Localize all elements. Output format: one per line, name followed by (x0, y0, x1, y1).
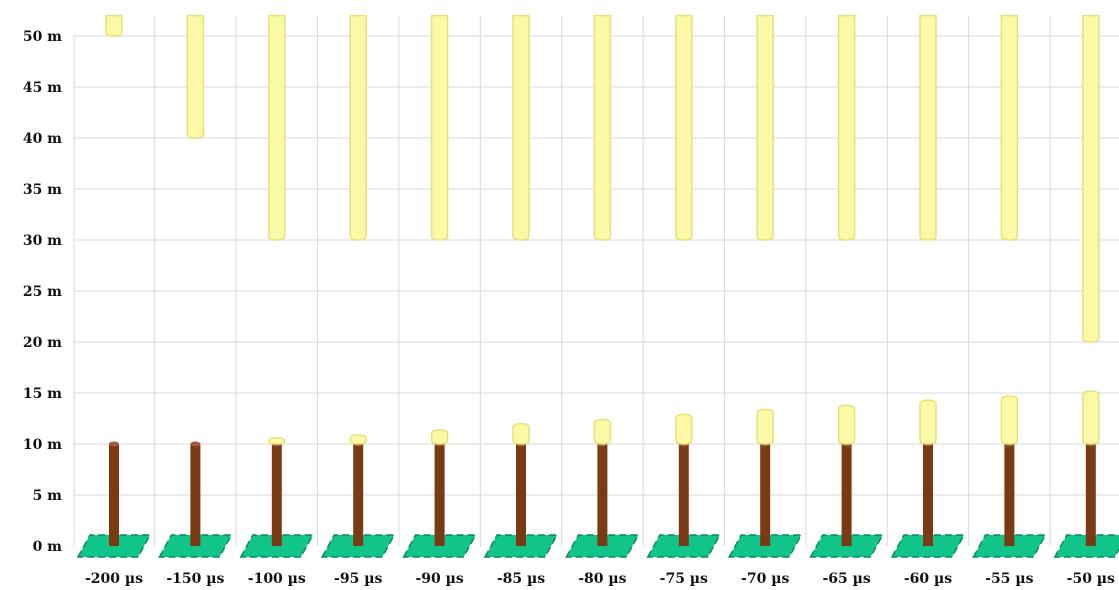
downward-leader (837, 14, 856, 241)
y-tick-label: 10 m (23, 437, 62, 453)
rod (434, 444, 445, 546)
downward-leader (430, 14, 449, 241)
y-tick-label: 15 m (23, 386, 62, 402)
upward-streamers (268, 390, 1100, 445)
x-tick-label: -90 µs (415, 571, 463, 587)
upward-streamer (349, 434, 367, 445)
downward-leader (186, 14, 205, 139)
y-tick-label: 30 m (23, 233, 62, 249)
x-tick-label: -60 µs (904, 571, 952, 587)
y-tick-label: 40 m (23, 131, 62, 147)
y-tick-label: 50 m (23, 29, 62, 45)
rod (516, 444, 526, 546)
rod (1085, 444, 1096, 546)
upward-streamer (430, 428, 449, 445)
upward-streamer (919, 399, 937, 445)
downward-leaders (105, 14, 1100, 343)
downward-leader (593, 14, 612, 241)
x-tick-label: -200 µs (85, 571, 143, 587)
rod-top (109, 441, 119, 447)
upward-streamer (837, 404, 856, 445)
x-tick-label: -55 µs (985, 571, 1033, 587)
rod (109, 444, 119, 546)
rod (760, 444, 771, 546)
rod (678, 444, 689, 546)
downward-leader (756, 14, 774, 241)
x-axis-ticks: -200 µs -150 µs -100 µs -95 µs -90 µs -85 µs -… (85, 571, 1115, 587)
upward-streamer (512, 422, 530, 445)
rod-top (190, 441, 201, 447)
rod (190, 444, 201, 546)
grid (73, 15, 1119, 546)
x-tick-label: -100 µs (248, 571, 306, 587)
downward-leader (1000, 14, 1019, 241)
downward-leader (105, 14, 123, 37)
upward-streamer (593, 418, 612, 445)
upward-streamer (756, 408, 774, 445)
x-tick-label: -95 µs (334, 571, 382, 587)
rod (271, 444, 282, 546)
downward-leader (1082, 14, 1100, 343)
x-tick-label: -70 µs (741, 571, 789, 587)
y-tick-label: 45 m (23, 80, 62, 96)
downward-leader (675, 14, 693, 241)
downward-leader (512, 14, 530, 241)
upward-streamer (675, 413, 693, 445)
x-tick-label: -65 µs (822, 571, 870, 587)
downward-leader (268, 14, 286, 241)
x-tick-label: -150 µs (166, 571, 224, 587)
downward-leader (349, 14, 367, 241)
rod (353, 444, 364, 546)
upward-streamer (1000, 395, 1019, 445)
upward-streamer (268, 437, 286, 445)
rod (841, 444, 852, 546)
y-tick-label: 35 m (23, 182, 62, 198)
rod (597, 444, 608, 546)
rod (1004, 444, 1015, 546)
x-tick-label: -50 µs (1067, 571, 1115, 587)
upward-streamer (1082, 390, 1100, 445)
y-axis-ticks: 0 m 5 m 10 m 15 m 20 m 25 m 30 m 35 m 40 m 45 m 50… (23, 29, 62, 555)
rod (923, 444, 933, 546)
ground-pads (76, 534, 1119, 558)
y-tick-label: 20 m (23, 335, 62, 351)
y-tick-label: 25 m (23, 284, 62, 300)
y-tick-label: 5 m (33, 488, 63, 504)
x-tick-label: -85 µs (497, 571, 545, 587)
downward-leader (919, 14, 937, 241)
rods (109, 441, 1096, 546)
y-tick-label: 0 m (33, 539, 63, 555)
x-tick-label: -75 µs (660, 571, 708, 587)
x-tick-label: -80 µs (578, 571, 626, 587)
